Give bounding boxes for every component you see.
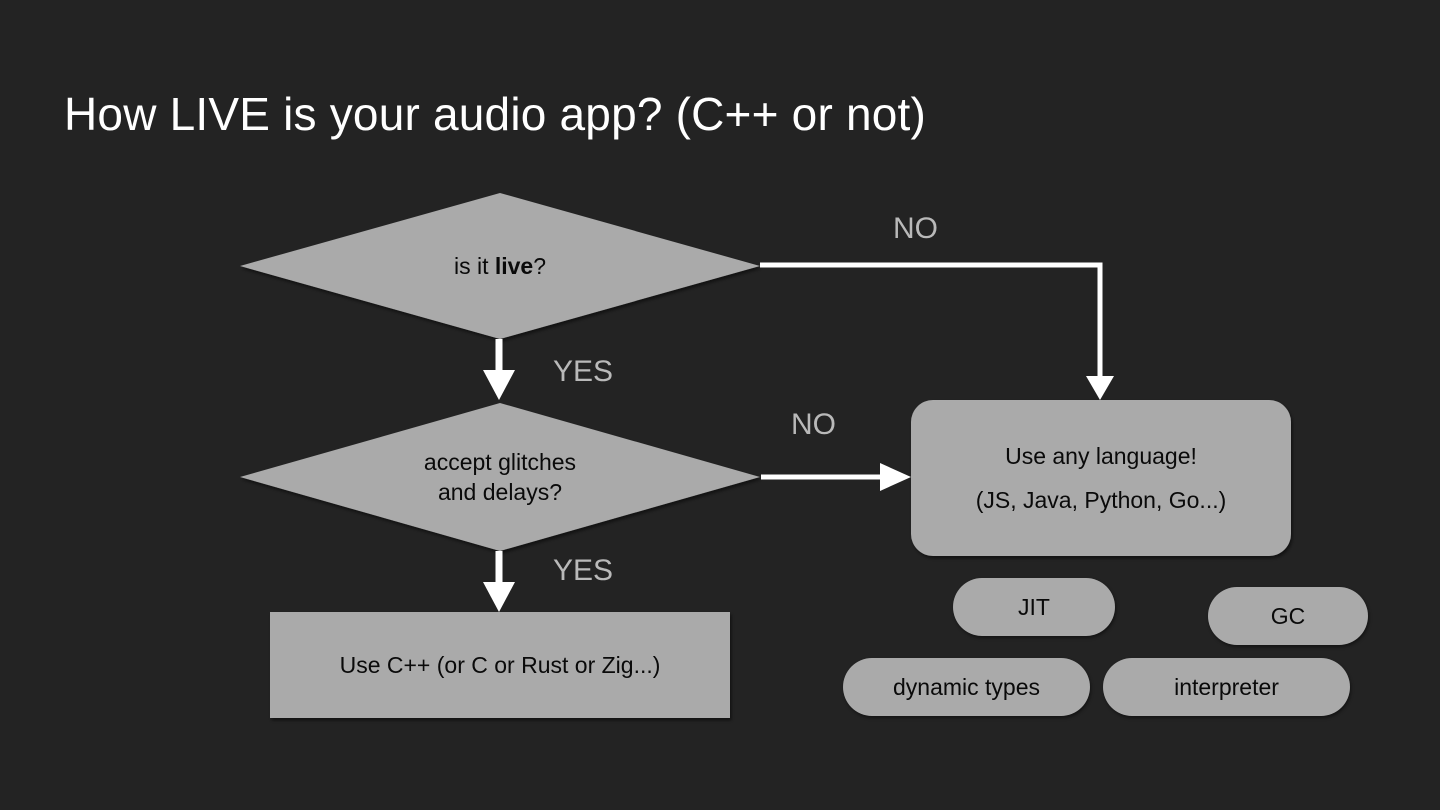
pill-interpreter[interactable]: interpreter [1103,658,1350,716]
outcome-node-any-language[interactable] [911,400,1291,556]
pill-gc[interactable]: GC [1208,587,1368,645]
pill-dynamic-types[interactable]: dynamic types [843,658,1090,716]
outcome-node-cpp[interactable] [270,612,730,718]
pill-jit[interactable]: JIT [953,578,1115,636]
arrow-live-no [760,262,1114,400]
decision-node-accept-glitches[interactable] [240,403,760,551]
page-title: How LIVE is your audio app? (C++ or not) [64,88,927,140]
arrow-live-yes [483,339,515,400]
arrow-glitches-no [761,463,911,491]
decision-node-is-it-live[interactable] [240,193,760,339]
arrow-glitches-yes [483,551,515,612]
